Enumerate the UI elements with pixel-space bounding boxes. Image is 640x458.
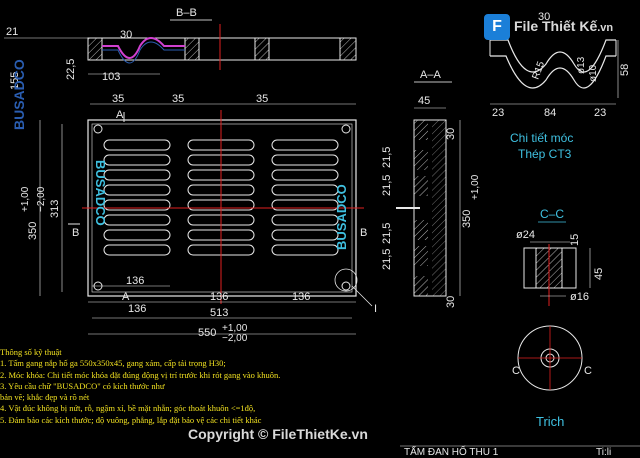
cut-label-b-right: B (360, 227, 367, 239)
note-line-6: 5. Đảm bảo các kích thước; độ vuông, phẳ… (0, 414, 262, 425)
dim-top-35-a: 35 (112, 93, 124, 105)
note-line-5: 4. Vật đúc không bị nứt, rỗ, ngậm xỉ, bề… (0, 403, 256, 414)
aa-dim-21-5-b: 21,5 (381, 175, 393, 196)
detail-i-label-c-left: C (512, 365, 520, 377)
tol-plus-left: +1,00 (20, 186, 31, 212)
cut-label-a-bottom: A (122, 291, 130, 303)
cc-dia24: ø24 (516, 229, 535, 241)
aa-dim-21-5-a: 21,5 (381, 147, 393, 168)
brand-label-right: BUSADCO (334, 184, 349, 250)
cc-dim-15: 15 (569, 234, 581, 246)
cut-label-b-left: B (72, 227, 79, 239)
dim-top-35-b: 35 (172, 93, 184, 105)
detail-i-label-c-right: C (584, 365, 592, 377)
dim-30-bb: 30 (120, 29, 132, 41)
hook-dia13: ø13 (576, 56, 587, 74)
aa-dim-45: 45 (418, 95, 430, 107)
dim-136-a: 136 (126, 275, 144, 287)
hook-dim-23-right: 23 (594, 107, 606, 119)
hook-caption-2: Thép CT3 (518, 147, 572, 161)
aa-dim-21-5-c: 21,5 (381, 223, 393, 244)
hook-dim-23-left: 23 (492, 107, 504, 119)
section-aa: A–A 45 21,5 21,5 21,5 21,5 30 30 350 +1,… (381, 69, 481, 308)
section-cc: C–C ø24 15 45 ø16 (516, 207, 605, 306)
hook-dia10: ø10 (588, 64, 599, 82)
plan-view: 35 35 35 A (11, 59, 377, 344)
section-bb-title: B–B (176, 7, 197, 19)
dim-height-outer: 350 (27, 222, 39, 240)
technical-notes: Thông số kỹ thuật 1. Tấm gang nắp hố ga … (0, 347, 330, 426)
hook-dim-58: 58 (619, 64, 631, 76)
notes-heading: Thông số kỹ thuật (0, 347, 62, 357)
note-line-1: 1. Tấm gang nắp hố ga 550x350x45, gang x… (0, 358, 226, 369)
dim-width-inner: 513 (210, 307, 228, 319)
dim-136-d: 136 (292, 291, 310, 303)
aa-dim-21-5-d: 21,5 (381, 249, 393, 270)
note-line-2: 2. Móc khóa: Chi tiết móc khóa đặt đúng … (0, 369, 281, 380)
detail-i-title: Trich (536, 414, 564, 429)
dim-136-c: 136 (210, 291, 228, 303)
title-block-scale: Ti:li (596, 447, 611, 458)
tol-minus-bottom: −2,00 (222, 333, 248, 344)
detail-i: C C Trich (512, 325, 592, 429)
dim-22-5: 22,5 (65, 59, 77, 80)
section-aa-title: A–A (420, 69, 441, 81)
brand-label-side: BUSADCO (11, 59, 27, 130)
aa-dim-30-top: 30 (445, 128, 457, 140)
callout-i: I (374, 303, 377, 315)
aa-tol-plus: +1,00 (470, 174, 481, 200)
hook-dim-30: 30 (538, 11, 550, 23)
tol-minus-left: −2,00 (36, 186, 47, 212)
watermark-site-top: File Thiết Kế.vn (514, 18, 613, 34)
note-line-3: 3. Yêu cầu chữ "BUSADCO" có kích thước n… (0, 380, 165, 391)
dim-top-35-c: 35 (256, 93, 268, 105)
dim-155: 155 (9, 72, 21, 90)
watermark-site-tld: .vn (597, 22, 614, 34)
aa-dim-350: 350 (461, 210, 473, 228)
dim-103: 103 (102, 71, 120, 83)
hook-r15: R15 (530, 60, 547, 81)
aa-dim-30-bottom: 30 (445, 296, 457, 308)
brand-label-left: BUSADCO (93, 160, 108, 226)
dim-136-b: 136 (128, 303, 146, 315)
note-line-4: bản vẽ; khắc đẹp và rõ nét (0, 392, 90, 403)
hook-caption-1: Chi tiết móc (510, 131, 573, 145)
watermark-site-name: File Thiết Kế (514, 18, 598, 34)
tol-plus-bottom: +1,00 (222, 323, 248, 334)
site-logo-icon: F (484, 14, 510, 40)
dim-height-inner: 313 (49, 200, 61, 218)
dim-21: 21 (6, 26, 18, 38)
cut-label-a-top: A (116, 109, 124, 121)
watermark-copyright: Copyright © FileThietKe.vn (188, 426, 368, 442)
hook-dim-84: 84 (544, 107, 556, 119)
cc-dim-45: 45 (593, 268, 605, 280)
cc-dia16: ø16 (570, 291, 589, 303)
section-cc-title: C–C (540, 207, 564, 221)
section-bb: B–B 21 30 22,5 103 155 (4, 7, 357, 90)
dim-width-outer: 550 (198, 327, 216, 339)
title-block-name: TẤM ĐAN HỐ THU 1 (404, 444, 499, 458)
